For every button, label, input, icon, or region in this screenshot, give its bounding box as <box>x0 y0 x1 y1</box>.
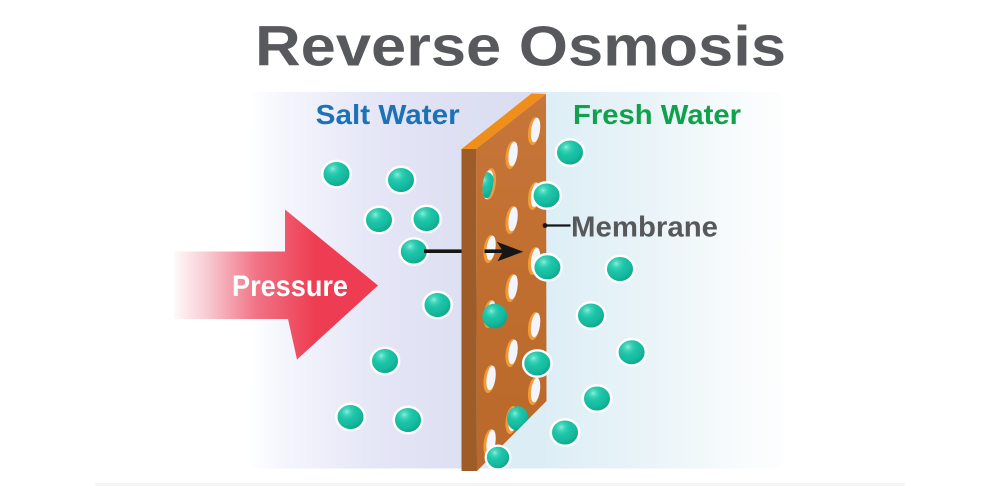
svg-text:Salt Water: Salt Water <box>316 99 460 130</box>
svg-text:Reverse Osmosis: Reverse Osmosis <box>255 15 786 78</box>
svg-text:Fresh Water: Fresh Water <box>573 99 741 130</box>
svg-text:Membrane: Membrane <box>571 212 718 244</box>
svg-text:Pressure: Pressure <box>232 270 348 303</box>
